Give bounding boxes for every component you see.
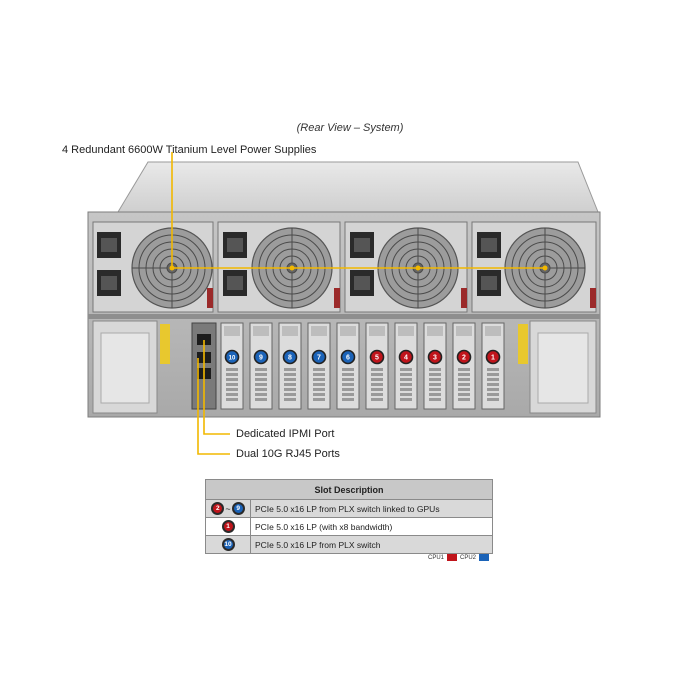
slot-number-label: 3	[433, 355, 437, 362]
psu-release-tab	[334, 288, 340, 308]
server-rear-view: 10 9 8 7 6 5 4 3 2 1	[87, 152, 601, 455]
pcie-slot-8: 8	[278, 322, 302, 410]
psu-callout-dot	[542, 265, 548, 271]
psu-callout-dot	[169, 265, 175, 271]
left-label-sticker	[160, 324, 170, 364]
slot-range-icons: 2~9	[205, 499, 251, 518]
slot-number-label: 4	[404, 355, 408, 362]
legend-cpu1-swatch	[447, 554, 458, 561]
slot-badge-cpu2: 10	[221, 538, 235, 551]
table-row: 1 PCIe 5.0 x16 LP (with x8 bandwidth)	[205, 517, 493, 536]
lan-callout-label: Dual 10G RJ45 Ports	[236, 448, 340, 460]
pcie-slot-9: 9	[249, 322, 273, 410]
ipmi-callout-label: Dedicated IPMI Port	[236, 428, 335, 440]
psu-release-tab	[461, 288, 467, 308]
pcie-slot-7: 7	[307, 322, 331, 410]
view-title: (Rear View – System)	[296, 122, 404, 134]
range-dash: ~	[225, 503, 231, 514]
slot-number-badge	[485, 349, 501, 365]
pcie-slot-10: 10	[220, 322, 244, 410]
lan-callout-line	[197, 358, 230, 455]
slot-number-label: 8	[288, 355, 292, 362]
pcie-slot-6: 6	[336, 322, 360, 410]
pcie-slot-4: 4	[394, 322, 418, 410]
slot-description: PCIe 5.0 x16 LP from PLX switch	[250, 535, 493, 554]
pcie-slot-2: 2	[452, 322, 476, 410]
slot-number-label: 2	[462, 355, 466, 362]
psu-release-tab	[590, 288, 596, 308]
slot-number-badge	[456, 349, 472, 365]
chassis-top	[117, 161, 599, 213]
legend-cpu1-label: CPU1	[428, 554, 445, 561]
slot-table-header: Slot Description	[205, 479, 493, 500]
pcie-slot-5: 5	[365, 322, 389, 410]
slot-number-badge	[253, 349, 269, 365]
callout-lines	[171, 152, 545, 455]
slot-number-badge	[224, 349, 240, 365]
slot-badge-cpu1: 2	[211, 502, 225, 515]
slot-number-badge	[398, 349, 414, 365]
slot-description: PCIe 5.0 x16 LP (with x8 bandwidth)	[250, 517, 493, 536]
psu-release-tab	[207, 288, 213, 308]
legend-cpu2-label: CPU2	[460, 554, 477, 561]
table-row: 10 PCIe 5.0 x16 LP from PLX switch	[205, 535, 493, 554]
psu-callout-dot	[415, 265, 421, 271]
slot-number-badge	[427, 349, 443, 365]
slot-number-badge	[311, 349, 327, 365]
ipmi-port	[197, 334, 211, 345]
ipmi-callout-line	[203, 340, 230, 435]
legend-cpu2-swatch	[479, 554, 490, 561]
slot-number-label: 6	[346, 355, 350, 362]
pcie-slot-3: 3	[423, 322, 447, 410]
right-label-sticker	[518, 324, 528, 364]
slot-number-badge	[340, 349, 356, 365]
slot-badge-cpu1: 1	[221, 520, 235, 533]
slot-description: PCIe 5.0 x16 LP from PLX switch linked t…	[250, 499, 493, 518]
slot-number-label: 5	[375, 355, 379, 362]
slot-number-label: 10	[229, 356, 236, 362]
slot-badge-cpu2: 9	[231, 502, 245, 515]
slot-description-table: Slot Description 2~9 PCIe 5.0 x16 LP fro…	[205, 479, 493, 554]
psu-callout-label: 4 Redundant 6600W Titanium Level Power S…	[62, 144, 317, 156]
psu-callout-dot	[289, 265, 295, 271]
slot-number-badge	[282, 349, 298, 365]
slot-number-label: 9	[259, 355, 263, 362]
slot-number-badge	[369, 349, 385, 365]
pcie-slot-1: 1	[481, 322, 505, 410]
slot-number-label: 7	[317, 355, 321, 362]
cpu-legend: CPU1 CPU2	[428, 554, 490, 561]
table-row: 2~9 PCIe 5.0 x16 LP from PLX switch link…	[205, 499, 493, 518]
slot-number-label: 1	[491, 355, 495, 362]
